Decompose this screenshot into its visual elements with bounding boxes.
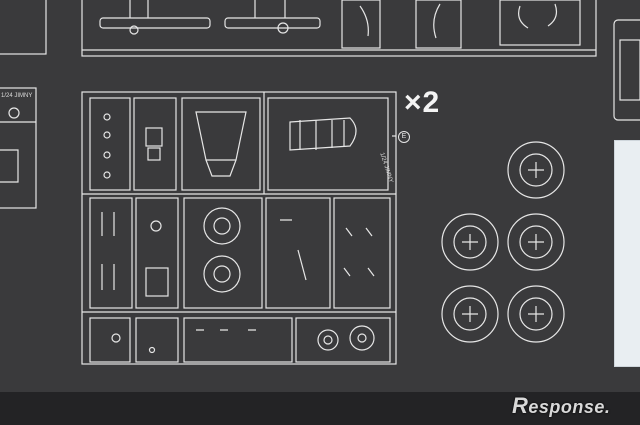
left-sprue-label: 1/24 JIMNY	[1, 93, 33, 99]
watermark-text: esponse.	[528, 397, 611, 417]
wheel-hubs	[441, 141, 565, 343]
right-edge-part	[613, 19, 640, 121]
quantity-multiplier: ×2	[404, 86, 441, 119]
small-parts-a	[103, 111, 357, 179]
watermark-initial: R	[512, 393, 529, 418]
response-watermark: Response.	[512, 393, 610, 419]
sheet-bottom-edge	[0, 392, 640, 425]
left-sprue-frame	[0, 0, 47, 209]
sprue-id-badge: E	[398, 131, 410, 143]
upper-sprue-frame	[81, 0, 597, 57]
small-parts-b	[101, 207, 375, 354]
main-sprue-frame	[81, 91, 397, 365]
side-panel	[614, 140, 640, 367]
instruction-sheet	[0, 0, 640, 392]
